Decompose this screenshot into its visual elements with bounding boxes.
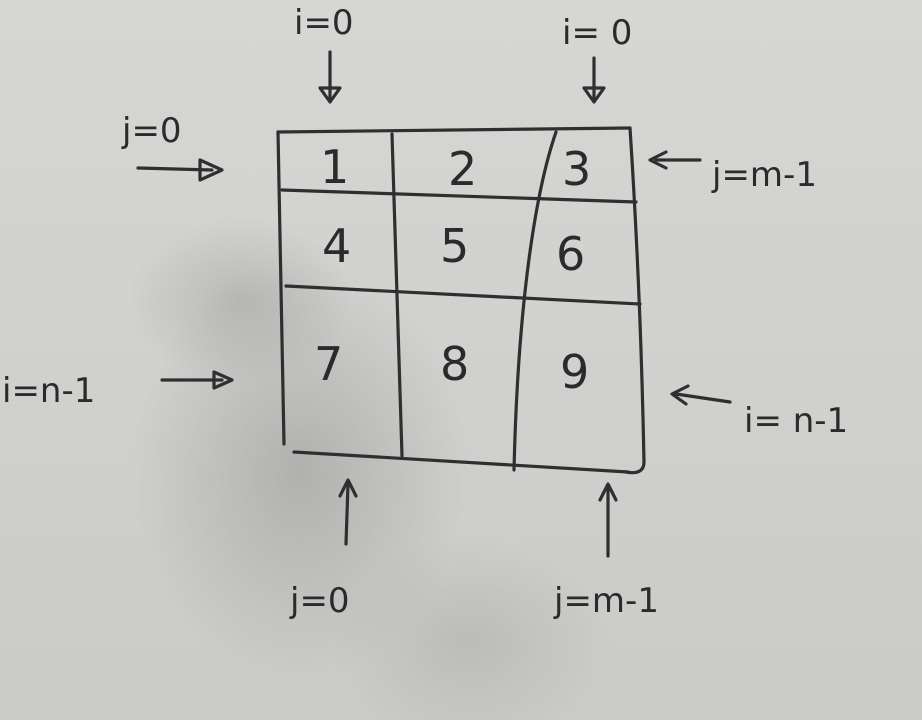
grid-outer-top xyxy=(276,126,632,134)
cell-2-2: 5 xyxy=(440,219,469,273)
arrow-right-bottom-icon xyxy=(160,370,234,390)
cell-3-3: 9 xyxy=(560,345,589,399)
grid-outer-left xyxy=(276,130,286,446)
label-top-left: i=0 xyxy=(294,3,354,43)
grid-col-line-2 xyxy=(512,130,558,472)
cell-3-1: 7 xyxy=(314,337,343,391)
label-right-top: j=m-1 xyxy=(711,155,817,195)
label-left-bottom: i=n-1 xyxy=(2,371,95,411)
arrow-up-left-icon xyxy=(338,478,358,546)
grid-row-line-1 xyxy=(280,188,638,204)
index-labels: i=0 i= 0 j=0 j=m-1 i=n-1 i= n-1 j=0 j=m-… xyxy=(2,3,848,621)
label-bottom-left: j=0 xyxy=(289,581,350,621)
cell-1-1: 1 xyxy=(320,140,349,194)
cell-1-3: 3 xyxy=(562,142,591,196)
label-left-top: j=0 xyxy=(121,111,182,151)
grid-row-line-2 xyxy=(284,284,642,306)
arrow-right-top-icon xyxy=(136,158,224,182)
matrix-grid xyxy=(276,126,646,475)
arrow-up-right-icon xyxy=(598,482,618,558)
grid-outer-right xyxy=(624,126,646,475)
arrows xyxy=(136,50,732,558)
arrow-left-top-icon xyxy=(648,150,702,170)
matrix-cells: 1 2 3 4 5 6 7 8 9 xyxy=(314,140,591,399)
arrow-down-left-icon xyxy=(318,50,342,104)
cell-2-1: 4 xyxy=(322,219,351,273)
cell-3-2: 8 xyxy=(440,337,469,391)
cell-1-2: 2 xyxy=(448,142,477,196)
arrow-down-right-icon xyxy=(582,56,606,104)
label-bottom-right: j=m-1 xyxy=(553,581,659,621)
arrow-left-bottom-icon xyxy=(670,384,732,406)
cell-2-3: 6 xyxy=(556,227,585,281)
label-top-right: i= 0 xyxy=(562,13,632,53)
grid-outer-bottom xyxy=(292,450,630,474)
label-right-bottom: i= n-1 xyxy=(744,401,848,441)
grid-col-line-1 xyxy=(390,132,404,458)
